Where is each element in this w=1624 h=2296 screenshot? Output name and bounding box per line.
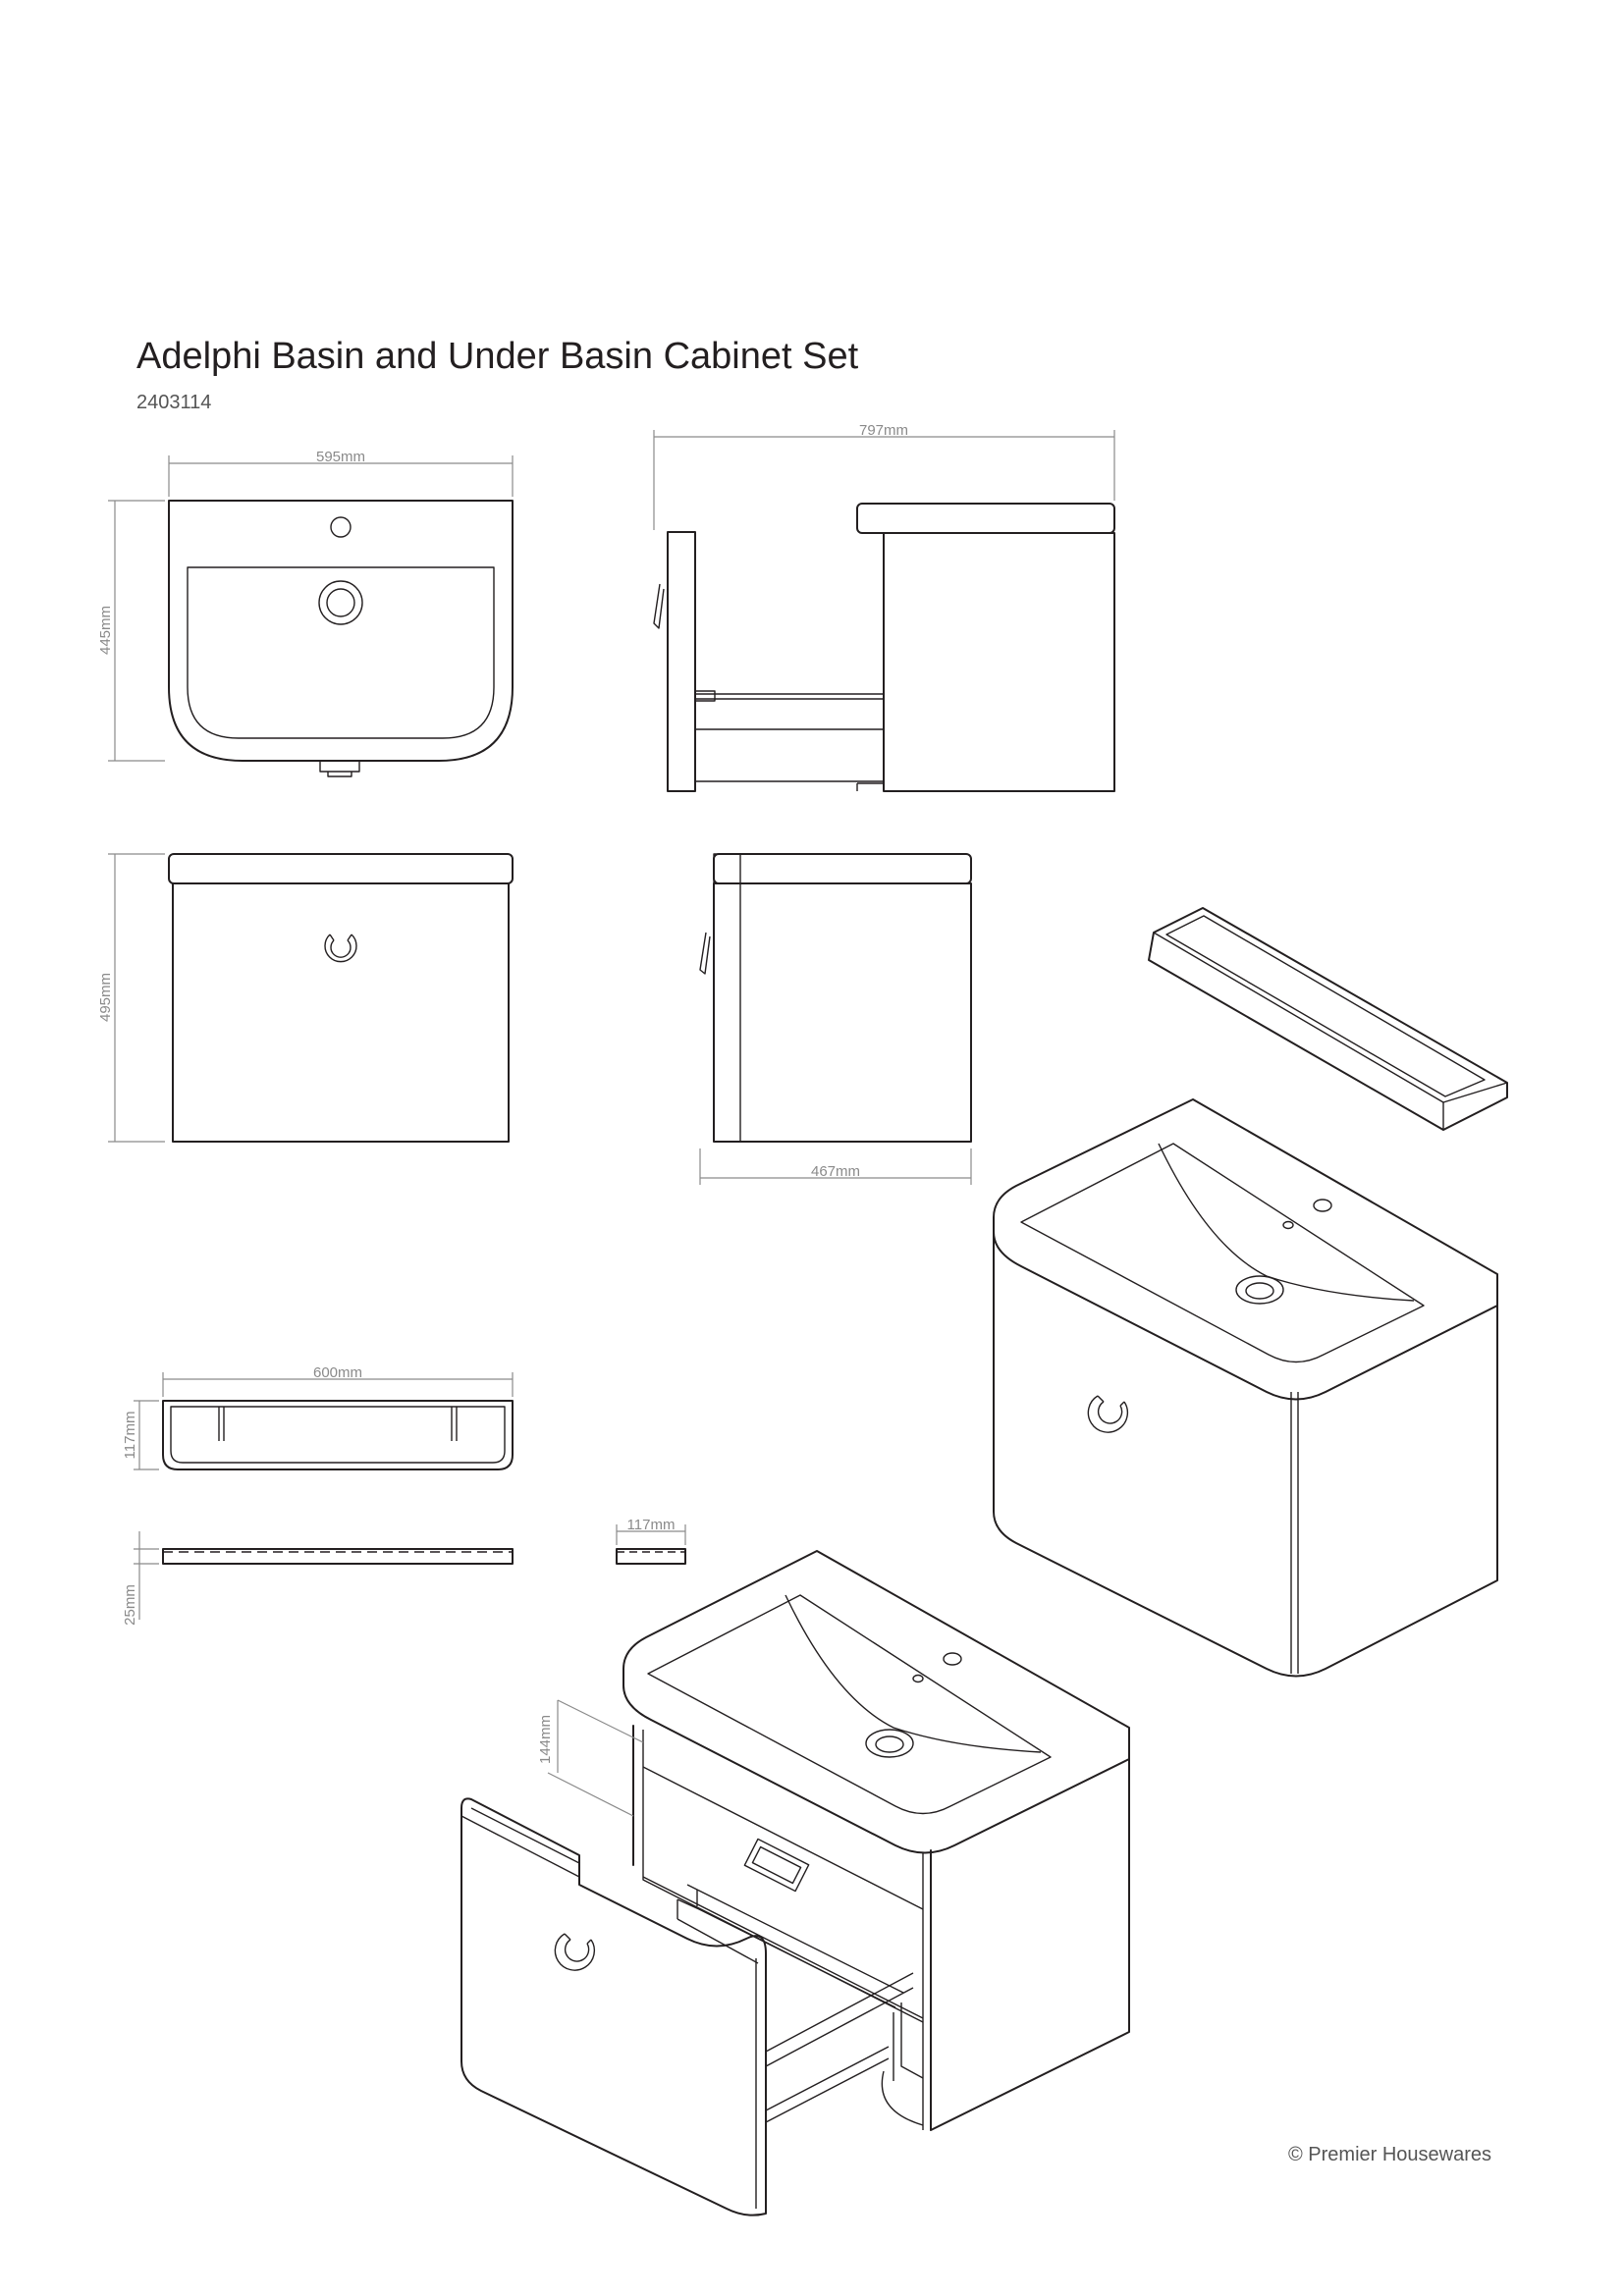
basin-top-view — [168, 500, 514, 777]
dimension-shelf-thickness: 25mm — [122, 1531, 159, 1626]
dim-label-cabinet-depth: 467mm — [811, 1163, 860, 1180]
dim-label-shelf-depth: 117mm — [627, 1517, 676, 1533]
dimension-basin-depth: 445mm — [97, 500, 165, 762]
shelf-front-view — [162, 1400, 514, 1470]
dimension-overall-depth: 797mm — [653, 422, 1115, 530]
dimension-drawer-height: 144mm — [537, 1699, 644, 1817]
copyright-notice: © Premier Housewares — [1288, 2144, 1492, 2165]
shelf-side-view — [616, 1548, 686, 1565]
dimension-basin-width: 595mm — [168, 449, 514, 497]
dimension-cabinet-depth: 467mm — [699, 1148, 972, 1185]
shelf-top-view — [162, 1548, 514, 1565]
dim-label-shelf-height: 117mm — [122, 1412, 138, 1460]
dim-label-drawer-height: 144mm — [537, 1715, 554, 1764]
dimension-shelf-height: 117mm — [122, 1400, 159, 1470]
side-view-drawer-open — [653, 503, 1115, 792]
dimension-shelf-depth: 117mm — [616, 1517, 686, 1545]
dimension-cabinet-height: 495mm — [97, 853, 165, 1143]
page-title: Adelphi Basin and Under Basin Cabinet Se… — [136, 336, 859, 377]
dim-label-shelf-width: 600mm — [313, 1364, 362, 1381]
isometric-closed-cabinet — [993, 1098, 1498, 1678]
dim-label-basin-width: 595mm — [316, 449, 365, 465]
isometric-open-cabinet — [460, 1550, 1130, 2216]
isometric-shelf — [1148, 907, 1508, 1131]
dim-label-shelf-thickness: 25mm — [122, 1584, 138, 1626]
dim-label-basin-depth: 445mm — [97, 606, 114, 655]
product-code: 2403114 — [136, 392, 212, 413]
dim-label-cabinet-height: 495mm — [97, 973, 114, 1022]
cabinet-side-view — [699, 853, 972, 1143]
dimension-shelf-width: 600mm — [162, 1364, 514, 1397]
cabinet-front-view — [168, 853, 514, 1143]
dim-label-overall-depth: 797mm — [859, 422, 908, 439]
